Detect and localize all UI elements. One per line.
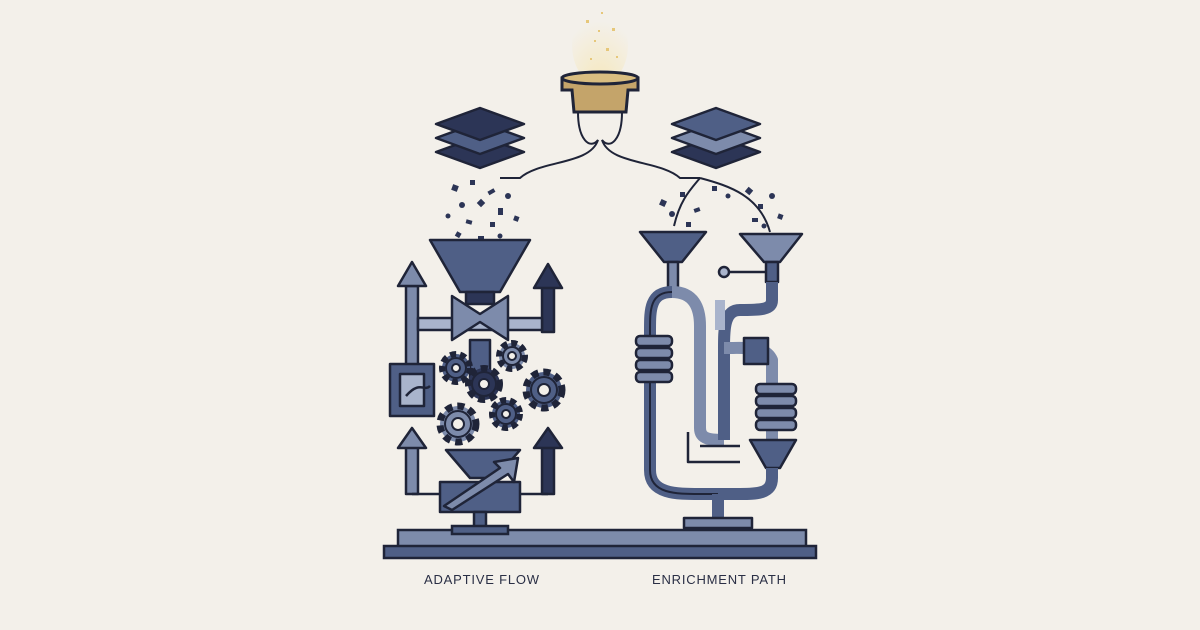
gear-icon xyxy=(436,402,480,446)
gear-icon xyxy=(465,365,503,403)
left-layer-stack xyxy=(434,106,526,170)
gear-cluster xyxy=(436,340,566,446)
source-cup xyxy=(560,5,640,114)
gear-icon xyxy=(439,351,473,385)
label-enrichment-path: ENRICHMENT PATH xyxy=(652,572,787,587)
sparkles xyxy=(586,12,618,60)
label-adaptive-flow: ADAPTIVE FLOW xyxy=(424,572,540,587)
right-fragments xyxy=(659,186,784,229)
gear-icon xyxy=(489,397,523,431)
right-layer-stack xyxy=(670,106,762,170)
right-coil xyxy=(754,382,798,432)
right-machine xyxy=(634,230,804,530)
gear-icon xyxy=(522,368,566,412)
cup-connectors xyxy=(500,111,700,179)
left-coil xyxy=(634,334,674,384)
base-platform xyxy=(382,524,818,560)
right-fragment-trails xyxy=(673,177,771,233)
gear-icon xyxy=(496,340,528,372)
left-machine xyxy=(388,238,564,532)
left-fragments xyxy=(445,180,520,240)
